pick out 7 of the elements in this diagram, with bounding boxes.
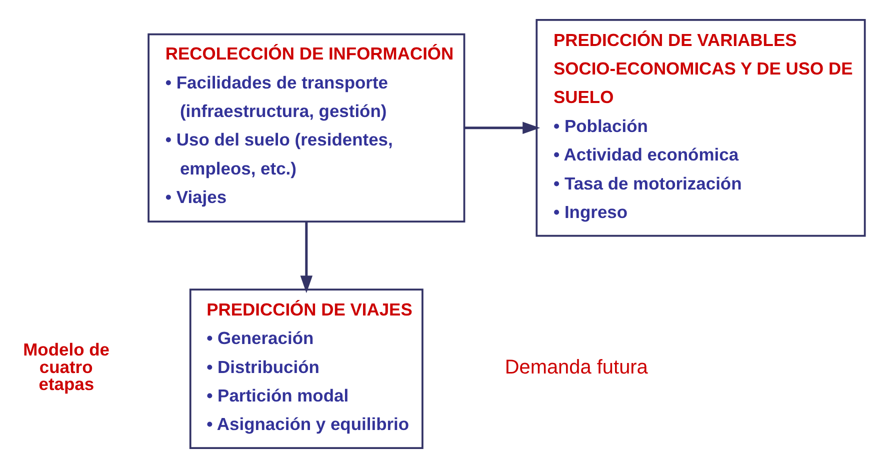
label: Demanda futura	[504, 356, 648, 379]
node-box: PREDICCIÓN DE VIAJES • Generación • Distribución • Partición modal • Asignación y equilibrio	[189, 288, 424, 449]
arrow	[300, 222, 313, 294]
arrow	[464, 122, 540, 134]
node-box: PREDICCIÓN DE VARIABLES SOCIO-ECONOMICAS Y DE USO DE SUELO • Población • Actividad económica • Tasa de motorización • Ingreso	[536, 19, 866, 237]
label: Modelo de cuatro etapas	[23, 339, 110, 394]
node-box: RECOLECCIÓN DE INFORMACIÓN • Facilidades de transporte (infraestructura, gestión) • Uso del suelo (residentes, empleos, etc.) • Viajes	[148, 33, 466, 222]
